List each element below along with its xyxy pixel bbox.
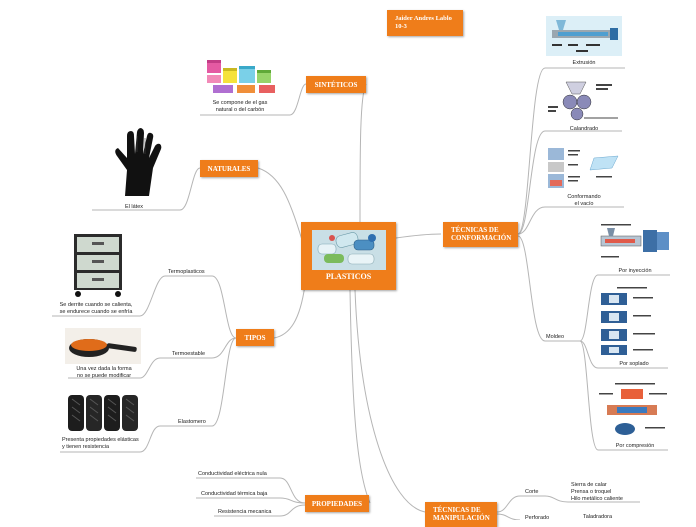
note-elastomero: Presenta propiedades elásticas y tienen … [62,437,139,450]
central-topic-label: PLASTICOS [325,272,372,281]
label-taladradora: Taladradora [583,514,613,520]
extrusion-diagram-image [546,16,622,56]
note-termoestable: Una vez dada la forma no se puede modifi… [76,366,132,379]
plastic-drawers-image [60,226,134,300]
injection-molding-image [597,222,673,266]
label-elastomero: Elastomero [178,419,206,425]
black-glove-image [97,126,171,202]
branch-propiedades[interactable]: PROPIEDADES [305,495,369,512]
note-naturales: El látex [124,204,144,210]
plastic-bottles-image [311,230,386,270]
central-topic[interactable]: PLASTICOS [301,222,396,290]
label-soplado: Por soplado [619,361,649,367]
compression-molding-image [597,381,673,439]
note-termoplasticos: Se derrite cuando se calienta, se endure… [59,302,133,315]
label-termoplasticos: Termoplasticos [168,269,205,275]
label-inyeccion: Por inyección [618,268,652,274]
branch-sinteticos[interactable]: SINTÉTICOS [306,76,366,93]
blow-molding-image [597,285,671,357]
label-termoestable: Termoestable [172,351,206,357]
frying-pan-image [65,328,141,364]
calandrado-diagram-image [546,78,622,124]
label-moldeo: Moldeo [546,334,565,340]
plastic-containers-image [203,55,279,97]
vacuum-forming-image [546,146,622,192]
branch-tipos[interactable]: TIPOS [236,329,274,346]
label-extrusion: Extrusión [572,60,596,66]
branch-conformacion[interactable]: TÉCNICAS DE CONFORMACIÓN [443,222,518,247]
note-sinteticos: Se compone de el gas natural o del carbó… [212,100,268,113]
corte-items: Sierra de calar Prensa o troquel Hilo me… [571,482,623,502]
branch-naturales[interactable]: NATURALES [200,160,258,177]
label-perforado: Perforado [525,515,550,521]
label-compresion: Por compresión [615,443,655,449]
label-calandrado: Calandrado [569,126,599,132]
branch-manipulacion[interactable]: TÉCNICAS DE MANIPULACIÓN [425,502,497,527]
prop-termica: Conductividad térmica baja [201,491,268,497]
author-node[interactable]: Jaider Andres Lablo 10-3 [387,10,463,36]
label-corte: Corte [525,489,539,495]
prop-electrica: Conductividad eléctrica nula [198,471,267,477]
label-vacio: Conformando el vacío [567,194,601,207]
prop-mecanica: Resistencia mecanica [218,509,272,515]
tires-image [66,391,142,433]
